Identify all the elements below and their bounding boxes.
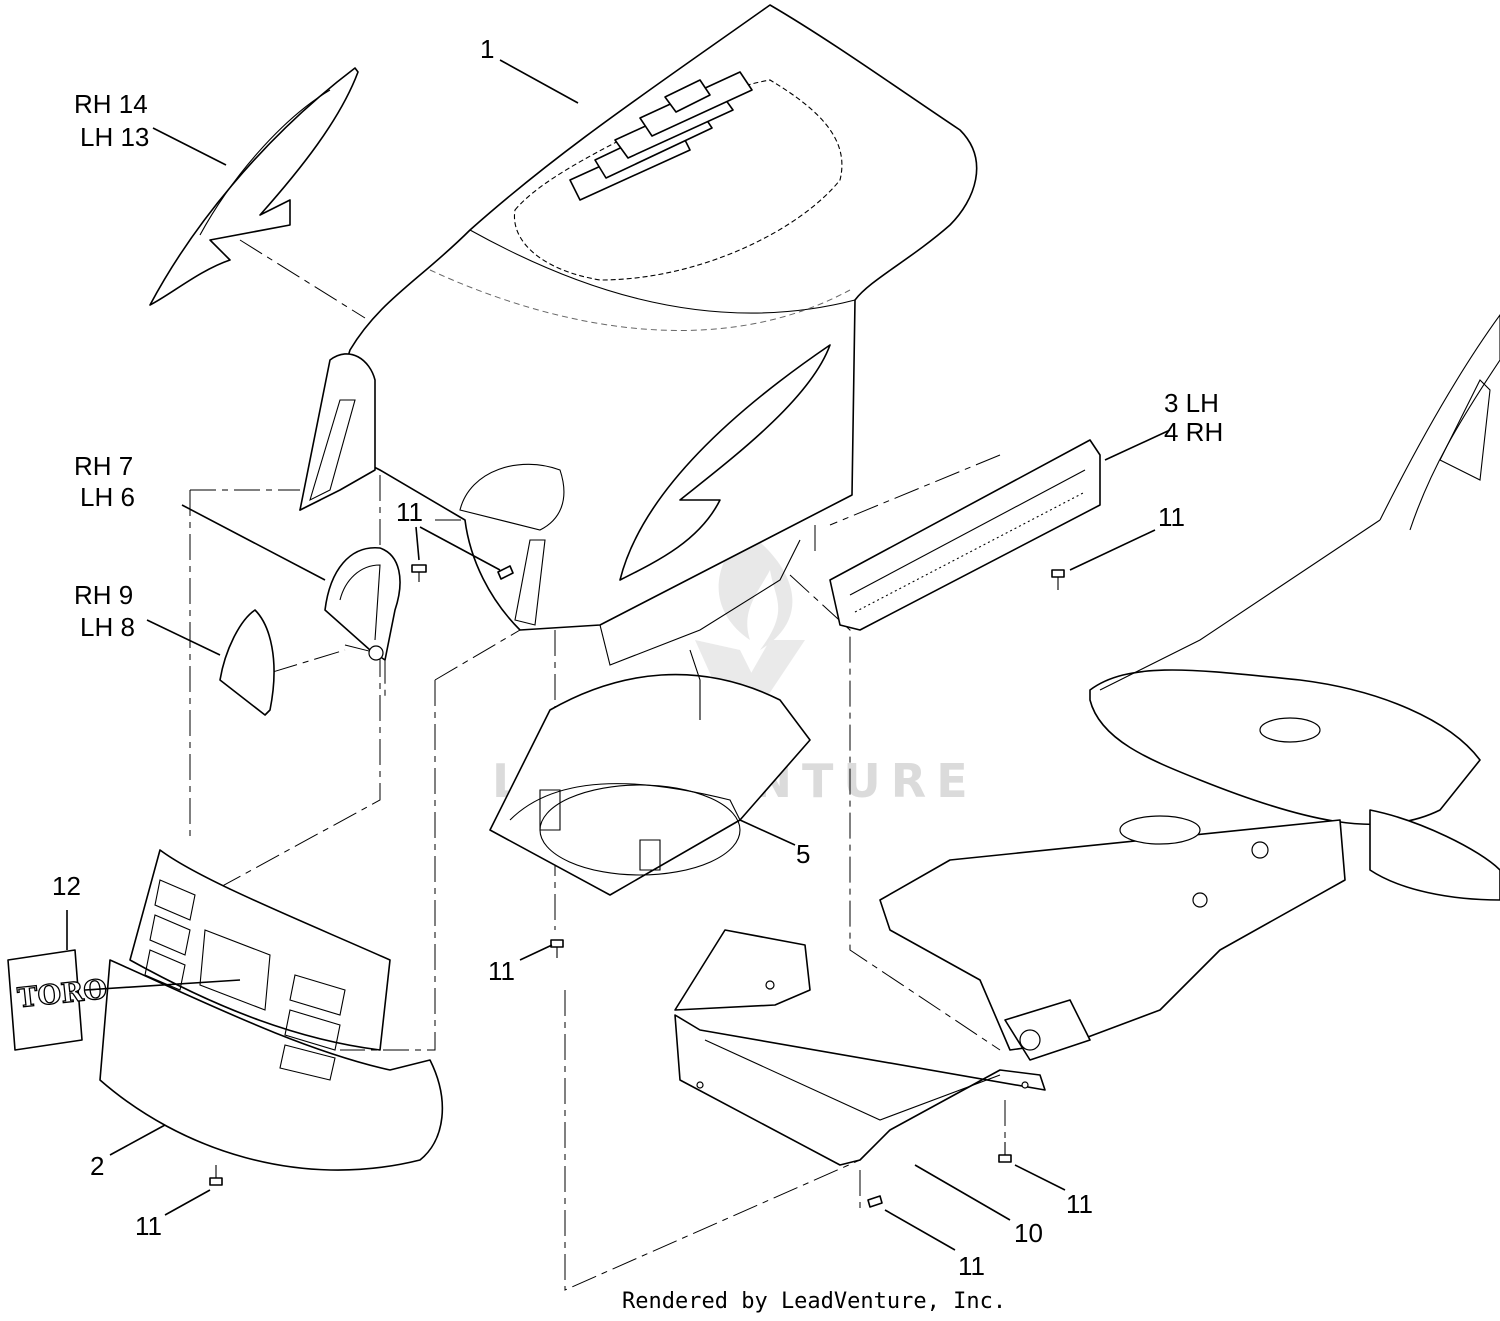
callout-11-top: 11 xyxy=(396,497,423,527)
screws xyxy=(209,564,1065,1208)
chassis-frame xyxy=(879,314,1500,1061)
screw xyxy=(550,939,564,958)
screw xyxy=(209,1165,223,1186)
screw xyxy=(1051,569,1065,590)
hood-vents xyxy=(569,71,753,201)
front-bumper xyxy=(99,849,444,1171)
screw xyxy=(998,1142,1012,1163)
callout-12: 12 xyxy=(52,871,81,901)
callout-3-lh: 3 LH xyxy=(1164,388,1219,418)
callout-rh9: RH 9 xyxy=(74,580,133,610)
callout-lh6: LH 6 xyxy=(80,482,135,512)
headlight-lens xyxy=(219,609,275,716)
callout-rh14: RH 14 xyxy=(74,89,148,119)
callout-11-trim: 11 xyxy=(1158,502,1185,532)
screw xyxy=(497,565,514,580)
callout-1: 1 xyxy=(480,34,494,64)
front-bracket xyxy=(674,929,1046,1166)
callout-11-dash: 11 xyxy=(488,956,515,986)
callout-11-bottom: 11 xyxy=(958,1251,985,1281)
render-credit: Rendered by LeadVenture, Inc. xyxy=(622,1289,1006,1314)
grille-slots xyxy=(144,879,346,1081)
screw xyxy=(411,564,427,582)
toro-logo-plate: TORO xyxy=(7,949,109,1051)
callouts: 1 RH 14 LH 13 3 LH 4 RH RH 7 LH 6 11 11 … xyxy=(52,34,1223,1281)
callout-5: 5 xyxy=(796,839,810,869)
callout-11-bracket: 11 xyxy=(1066,1189,1093,1219)
side-trim xyxy=(829,439,1101,631)
callout-4-rh: 4 RH xyxy=(1164,417,1223,447)
callout-2: 2 xyxy=(90,1151,104,1181)
callout-11-bumper: 11 xyxy=(135,1211,162,1241)
headlight-housing xyxy=(324,547,401,661)
callout-lh13: LH 13 xyxy=(80,122,149,152)
callout-10: 10 xyxy=(1014,1218,1043,1248)
leader-lines xyxy=(66,59,1171,1251)
callout-lh8: LH 8 xyxy=(80,612,135,642)
screw xyxy=(867,1195,883,1208)
side-decal xyxy=(149,67,359,306)
hood xyxy=(299,4,978,666)
dash-panel xyxy=(489,649,811,896)
callout-rh7: RH 7 xyxy=(74,451,133,481)
